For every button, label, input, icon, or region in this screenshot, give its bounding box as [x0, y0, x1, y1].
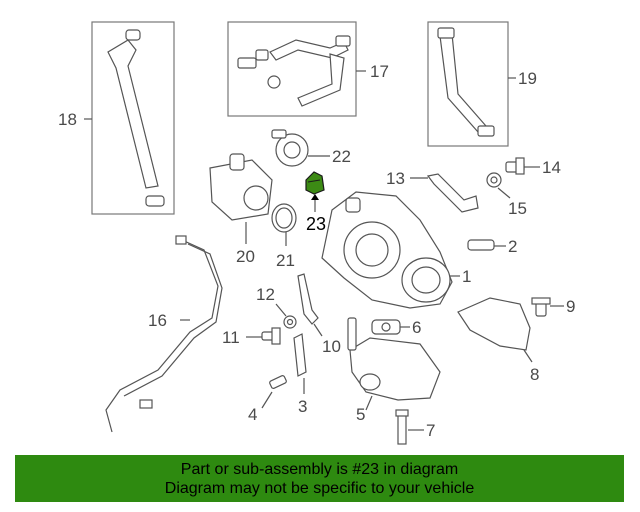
part-11 — [261, 327, 281, 345]
part-12 — [283, 315, 297, 329]
footer-line-1: Part or sub-assembly is #23 in diagram — [180, 461, 459, 478]
callout-5: 5 — [356, 405, 365, 424]
part-10 — [297, 273, 319, 325]
callout-22: 22 — [332, 147, 351, 166]
part-1-turbocharger — [321, 191, 453, 309]
callout-10: 10 — [322, 337, 341, 356]
callout-7: 7 — [426, 421, 435, 440]
part-16-pipe — [105, 235, 223, 433]
callout-19: 19 — [518, 69, 537, 88]
callout-12: 12 — [256, 285, 275, 304]
callout-8: 8 — [530, 365, 539, 384]
part-9 — [531, 297, 551, 317]
part-23-highlight — [305, 171, 325, 195]
callout-3: 3 — [298, 397, 307, 416]
part-20 — [209, 153, 273, 221]
callout-13: 13 — [386, 169, 405, 188]
part-2 — [467, 239, 495, 251]
part-15 — [486, 172, 502, 188]
part-17-hoses — [237, 35, 351, 107]
part-6 — [371, 319, 401, 335]
callout-18: 18 — [58, 110, 77, 129]
callout-17: 17 — [370, 62, 389, 81]
part-4 — [269, 375, 287, 389]
callout-4: 4 — [248, 405, 257, 424]
part-14 — [505, 157, 525, 175]
part-8 — [457, 297, 531, 351]
part-19-pipe — [437, 27, 495, 137]
callout-11: 11 — [222, 328, 240, 347]
footer-banner: Part or sub-assembly is #23 in diagram D… — [15, 455, 624, 502]
callout-1: 1 — [462, 267, 471, 286]
callout-16: 16 — [148, 311, 167, 330]
callout-21: 21 — [276, 251, 295, 270]
callout-14: 14 — [542, 158, 561, 177]
callout-20: 20 — [236, 247, 255, 266]
part-18-pipe — [107, 29, 165, 207]
part-3 — [293, 333, 307, 377]
part-5 — [347, 317, 441, 401]
part-7 — [395, 409, 409, 445]
callout-23: 23 — [306, 214, 326, 234]
callout-15: 15 — [508, 199, 527, 218]
callout-6: 6 — [412, 318, 421, 337]
footer-line-2: Diagram may not be specific to your vehi… — [164, 480, 475, 497]
part-22 — [271, 129, 309, 167]
part-13 — [426, 173, 479, 213]
callout-9: 9 — [566, 297, 575, 316]
callout-2: 2 — [508, 237, 517, 256]
part-21 — [271, 203, 297, 233]
